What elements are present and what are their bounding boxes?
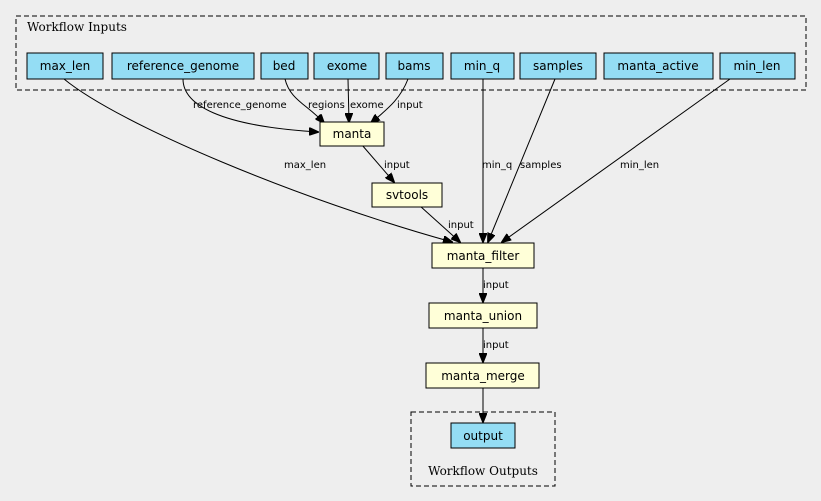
edge-label-bams-input: input bbox=[397, 100, 423, 111]
node-manta-filter-label: manta_filter bbox=[447, 249, 520, 263]
node-bed-label: bed bbox=[273, 59, 296, 73]
edge-label-reference-genome: reference_genome bbox=[193, 100, 287, 111]
edge-reference-genome-to-manta bbox=[182, 78, 318, 132]
node-samples-label: samples bbox=[533, 59, 583, 73]
edge-samples-to-filter bbox=[488, 78, 556, 242]
edge-label-union-input: input bbox=[483, 340, 509, 351]
node-bams[interactable]: bams bbox=[385, 52, 444, 80]
node-manta[interactable]: manta bbox=[319, 121, 385, 147]
node-bed[interactable]: bed bbox=[260, 52, 309, 80]
edge-label-manta-input: input bbox=[384, 160, 410, 171]
edge-max-len-to-filter bbox=[63, 78, 452, 242]
edge-label-max-len: max_len bbox=[284, 160, 326, 171]
node-manta-merge-label: manta_merge bbox=[441, 369, 525, 383]
node-reference-genome[interactable]: reference_genome bbox=[111, 52, 255, 80]
edge-label-svtools-input: input bbox=[448, 220, 474, 231]
node-samples[interactable]: samples bbox=[519, 52, 597, 80]
node-svtools[interactable]: svtools bbox=[371, 182, 443, 208]
edge-label-filter-input: input bbox=[483, 280, 509, 291]
edge-exome-to-manta bbox=[348, 78, 349, 122]
node-min-len-label: min_len bbox=[734, 59, 781, 73]
node-manta-active[interactable]: manta_active bbox=[603, 52, 714, 80]
node-manta-active-label: manta_active bbox=[617, 59, 698, 73]
node-exome[interactable]: exome bbox=[313, 52, 380, 80]
node-svtools-label: svtools bbox=[386, 188, 428, 202]
edges bbox=[63, 78, 731, 422]
edge-label-min-q: min_q bbox=[482, 160, 512, 171]
edge-label-exome: exome bbox=[350, 100, 384, 111]
node-reference-genome-label: reference_genome bbox=[127, 59, 239, 73]
node-manta-filter[interactable]: manta_filter bbox=[431, 242, 535, 269]
edge-manta-to-svtools bbox=[361, 144, 394, 182]
node-manta-union[interactable]: manta_union bbox=[428, 302, 538, 329]
node-min-q-label: min_q bbox=[464, 59, 500, 73]
node-min-len[interactable]: min_len bbox=[719, 52, 796, 80]
edge-label-min-len: min_len bbox=[620, 160, 659, 171]
node-exome-label: exome bbox=[327, 59, 367, 73]
edge-label-regions: regions bbox=[308, 100, 345, 111]
workflow-inputs-cluster: Workflow Inputs bbox=[15, 15, 807, 91]
step-nodes: manta svtools manta_filter manta_union m… bbox=[319, 121, 540, 389]
edge-bams-to-manta bbox=[371, 78, 409, 123]
node-min-q[interactable]: min_q bbox=[450, 52, 515, 80]
edge-svtools-to-filter bbox=[419, 205, 460, 242]
node-manta-union-label: manta_union bbox=[444, 309, 522, 323]
node-manta-label: manta bbox=[333, 127, 372, 141]
input-nodes: max_len reference_genome bed exome bams … bbox=[26, 52, 796, 80]
workflow-outputs-title: Workflow Outputs bbox=[428, 464, 538, 478]
edge-label-samples: samples bbox=[520, 160, 562, 171]
node-manta-merge[interactable]: manta_merge bbox=[425, 362, 540, 389]
edge-bed-to-manta bbox=[284, 78, 324, 123]
node-bams-label: bams bbox=[398, 59, 431, 73]
node-max-len[interactable]: max_len bbox=[26, 52, 104, 80]
edge-min-len-to-filter bbox=[502, 78, 731, 242]
workflow-inputs-title: Workflow Inputs bbox=[27, 20, 127, 34]
node-max-len-label: max_len bbox=[40, 59, 90, 73]
edge-labels: reference_genome regions exome input inp… bbox=[193, 100, 659, 351]
node-output-label: output bbox=[463, 429, 503, 443]
node-output[interactable]: output bbox=[450, 422, 516, 449]
